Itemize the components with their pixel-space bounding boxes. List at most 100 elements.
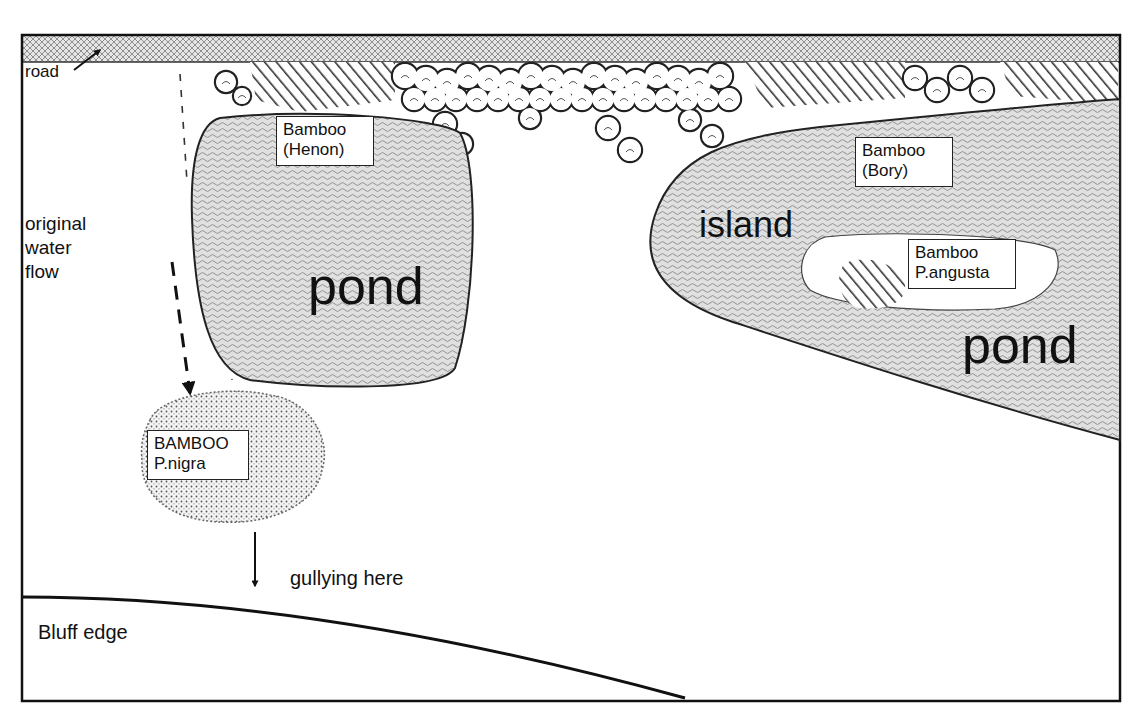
gully-arrow	[254, 532, 256, 586]
shrub-outline	[596, 116, 620, 140]
pond-area: pond Bamboo (Bory) islandBamboo P.angusta	[640, 95, 1120, 445]
shrub-fill	[445, 88, 467, 110]
water-flow-arrow	[172, 262, 190, 393]
shrub-fill	[904, 67, 926, 89]
shrub-fill	[508, 88, 530, 110]
shrub-vein	[238, 96, 246, 99]
pond-area: pondBamboo (Henon)	[190, 108, 478, 390]
pond-area-shape	[650, 99, 1120, 440]
road-band	[22, 35, 1120, 62]
shrub-vein	[626, 150, 634, 153]
shrub-vein	[978, 90, 986, 93]
shrub-vein	[515, 99, 523, 102]
shrub-fill	[655, 88, 677, 110]
shrub-fill	[971, 79, 993, 101]
shrub-fill	[540, 67, 564, 91]
shrub-outline	[701, 125, 723, 147]
label-holder: original water flow	[25, 212, 107, 283]
bamboo-label: Bamboo (Bory)	[862, 141, 944, 182]
shrub-outline	[903, 66, 927, 90]
shrub-fill	[216, 72, 236, 92]
road-label: road	[25, 61, 85, 82]
bamboo-label-box: BAMBOO P.nigra	[147, 430, 249, 480]
flow-label: original water flow	[25, 212, 107, 283]
bamboo-hatch	[839, 259, 905, 308]
shrub-vein	[527, 76, 535, 79]
shrub-outline	[233, 87, 251, 105]
shrub-vein	[494, 99, 502, 102]
bamboo-hatch	[250, 62, 395, 112]
shrub-fill	[403, 88, 425, 110]
shrub-vein	[674, 79, 682, 82]
shrub-vein	[557, 99, 565, 102]
shrub-fill	[645, 64, 669, 88]
shrub-vein	[452, 99, 460, 102]
shrub-vein	[620, 99, 628, 102]
shrub-vein	[506, 82, 514, 85]
shrub-vein	[632, 82, 640, 85]
shrub-fill	[680, 110, 700, 130]
bamboo-label-box: Bamboo (Bory)	[855, 137, 953, 187]
shrub-fill	[666, 67, 690, 91]
shrub-outline	[925, 78, 949, 102]
shrub-vein	[911, 78, 919, 81]
island: islandBamboo P.angusta	[695, 205, 1070, 317]
shrub-vein	[662, 99, 670, 102]
shrub-vein	[590, 76, 598, 79]
shrub-fill	[926, 79, 948, 101]
pond-area-shape	[192, 114, 473, 387]
shrub-fill	[520, 108, 540, 128]
shrub-fill	[234, 88, 250, 104]
shrub-vein	[704, 99, 712, 102]
shrub-vein	[473, 99, 481, 102]
shrub-vein	[485, 79, 493, 82]
shrub-fill	[571, 88, 593, 110]
text-holder: island	[699, 205, 793, 245]
shrub-vein	[443, 82, 451, 85]
water-flow-line	[180, 74, 187, 182]
text-holder: pond	[962, 317, 1078, 374]
shrub-fill	[697, 88, 719, 110]
shrub-vein	[410, 99, 418, 102]
shrub-fill	[529, 88, 551, 110]
shrub-vein	[653, 76, 661, 79]
shrub-fill	[702, 126, 722, 146]
shrub-outline	[707, 63, 733, 89]
shrub-outline	[970, 78, 994, 102]
shrub-vein	[401, 76, 409, 79]
bluff-edge-line	[22, 597, 685, 698]
label-holder: road	[25, 61, 85, 82]
shrub-vein	[725, 99, 733, 102]
map-frame	[22, 35, 1120, 701]
shrub-fill	[519, 64, 543, 88]
shrub-vein	[222, 82, 230, 85]
shrub-vein	[604, 128, 612, 131]
shrub-fill	[603, 67, 627, 91]
shrub-fill	[634, 88, 656, 110]
shrub-fill	[949, 67, 971, 89]
shrub-fill	[582, 64, 606, 88]
island-shape	[802, 234, 1059, 310]
shrub-vein	[599, 99, 607, 102]
shrub-vein	[708, 136, 716, 139]
shrub-vein	[956, 78, 964, 81]
shrub-fill	[477, 67, 501, 91]
bamboo-hatch	[1000, 62, 1118, 104]
shrub-fill	[456, 64, 480, 88]
shrub-fill	[393, 64, 417, 88]
text-holder: pond	[308, 258, 424, 315]
shrub-vein	[431, 99, 439, 102]
bamboo-label: Bamboo P.angusta	[915, 243, 1007, 284]
pond-area-label: pond	[308, 258, 424, 315]
island-label: island	[699, 205, 793, 245]
shrub-vein	[578, 99, 586, 102]
shrub-outline	[519, 107, 541, 129]
label-holder: gullying here	[290, 566, 450, 591]
shrub-vein	[548, 79, 556, 82]
shrub-vein	[526, 118, 534, 121]
road-arrow	[74, 50, 100, 70]
shrub-outline	[215, 71, 237, 93]
bamboo-hatch	[745, 62, 905, 108]
gully-label: gullying here	[290, 566, 450, 591]
shrub-vein	[464, 76, 472, 79]
